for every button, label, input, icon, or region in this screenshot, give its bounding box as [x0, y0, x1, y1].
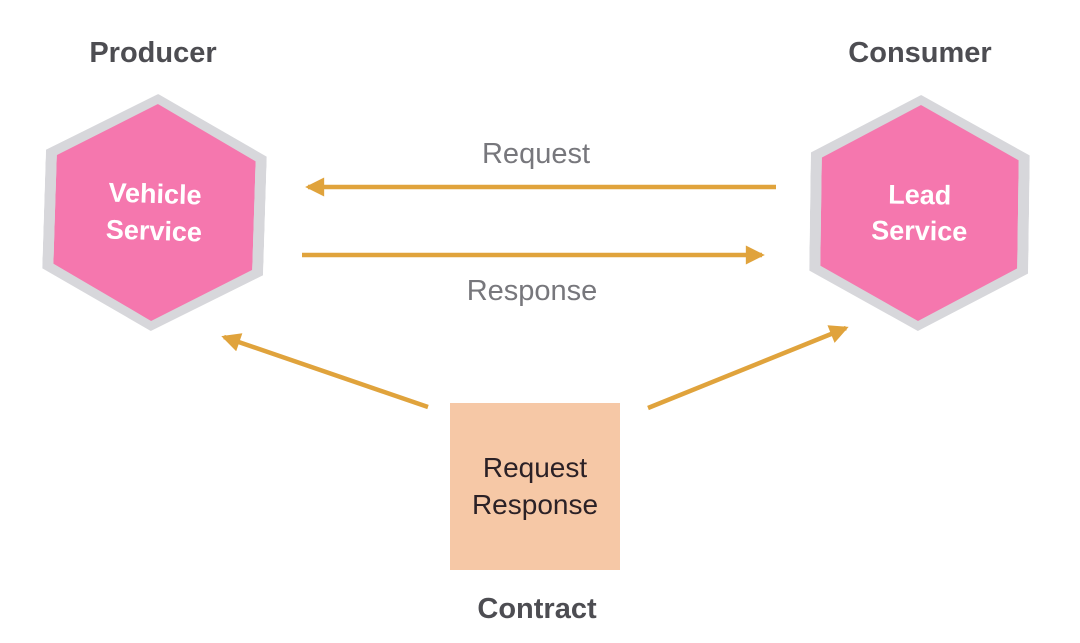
response-arrow-label: Response: [466, 275, 598, 307]
lead-service-hexagon-fill: Lead Service: [820, 104, 1020, 323]
contract-box-label: Request Response: [471, 452, 599, 520]
vehicle-service-label: Vehicle Service: [105, 177, 203, 247]
vehicle-service-hexagon: Vehicle Service: [40, 91, 268, 335]
consumer-heading: Consumer: [848, 37, 992, 69]
contract-to-consumer-arrow: [647, 325, 849, 411]
request-arrow-label: Request: [481, 138, 591, 170]
lead-service-hexagon: Lead Service: [808, 93, 1030, 332]
lead-service-label: Lead Service: [870, 179, 968, 247]
contract-to-producer-arrow: [221, 333, 429, 410]
producer-heading: Producer: [89, 37, 217, 69]
contract-box: Request Response: [450, 403, 620, 570]
contract-caption: Contract: [477, 593, 597, 625]
vehicle-service-hexagon-fill: Vehicle Service: [52, 101, 258, 324]
